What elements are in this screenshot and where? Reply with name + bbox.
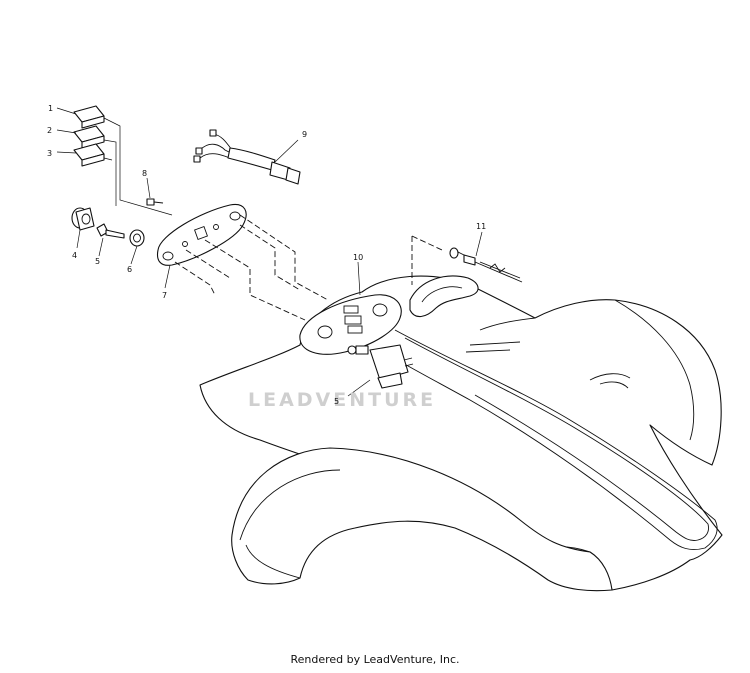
callout-2: 2 [47, 126, 52, 135]
callout-4: 4 [72, 251, 77, 260]
dash-panel [299, 294, 402, 355]
callout-labels: 1 2 3 4 5 6 7 8 9 10 11 5 [47, 104, 486, 406]
switch-knob [71, 207, 95, 231]
front-fender [199, 275, 723, 592]
cable-fitting [449, 231, 523, 283]
fender-handle-loop [409, 275, 479, 318]
callout-3: 3 [47, 149, 52, 158]
switch-caps [73, 105, 105, 167]
leader-lines [56, 107, 361, 296]
callout-5-key: 5 [95, 257, 100, 266]
callout-1: 1 [48, 104, 53, 113]
callout-5-switch: 5 [334, 397, 339, 406]
bezel-plate [156, 203, 247, 266]
screw [146, 198, 164, 206]
callout-7: 7 [162, 291, 167, 300]
callout-8: 8 [142, 169, 147, 178]
callout-9: 9 [302, 130, 307, 139]
credit-line: Rendered by LeadVenture, Inc. [290, 653, 460, 666]
watermark: LEADVENTURE [248, 389, 436, 411]
callout-11: 11 [476, 222, 486, 231]
wiring-harness [193, 129, 301, 185]
fender-center-channel [379, 329, 718, 551]
callout-10: 10 [353, 253, 363, 262]
ignition-key [96, 223, 125, 239]
ignition-switch-lower [347, 344, 414, 397]
nut [129, 229, 145, 247]
routing-lines [174, 214, 443, 321]
callout-6: 6 [127, 265, 132, 274]
